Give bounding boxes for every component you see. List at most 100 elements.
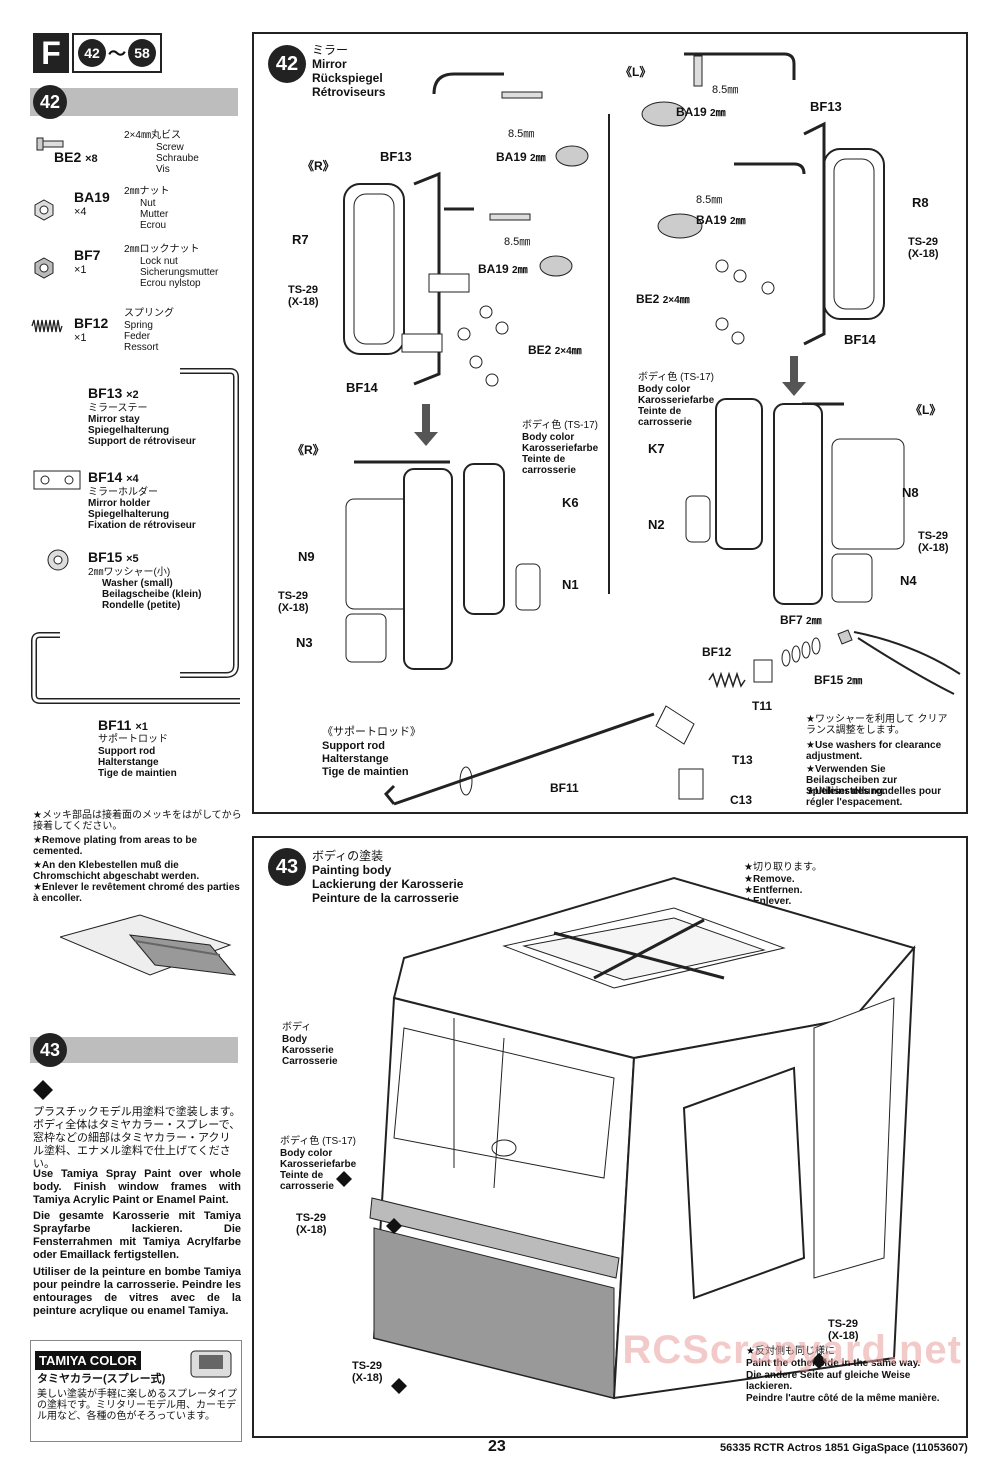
step43-number: 43 [268,848,306,886]
bf11-jp: サポートロッド [98,734,168,745]
step43-title-de: Lackierung der Karosserie [312,877,464,891]
ts29-label-1: TS-29(X-18) [296,1212,327,1236]
label-bodycolor-r-fr: Teinte de carrosserie [522,454,576,476]
paint-icon [33,1080,53,1100]
label-bf7: BF7 2㎜ [780,613,822,628]
part-name-de: Schraube [156,153,199,164]
step43-side-number: 43 [33,1033,67,1067]
label-k7: K7 [648,441,665,456]
part-name-fr: Ecrou [140,220,167,231]
step43-title-en: Painting body [312,863,392,877]
label-c13: C13 [730,793,753,807]
label-bodycolor-l-jp: ボディ色 (TS-17) [638,372,714,383]
label-k6: K6 [562,495,579,510]
label-ba19-3: BA19 2㎜ [676,105,726,120]
label-bodycolor-l-de: Karosseriefarbe [638,395,715,406]
cut-note-de: ★Entfernen. [744,885,803,896]
step42-title-fr: Rétroviseurs [312,85,386,99]
part-name-en: Nut [140,198,156,209]
label-t11: T11 [752,699,773,713]
label-85mm-3: 8.5㎜ [712,84,739,96]
label-ts29-r: TS-29(X-18) [288,284,319,308]
mirror-holder-icon [33,470,81,490]
part-name-de: Mutter [140,209,169,220]
step43-panel [252,836,968,1438]
washer-icon [47,549,69,571]
washer-note-jp: ★ワッシャーを利用して クリアランス調整をします。 [806,714,948,736]
label-r8: R8 [912,195,929,210]
label-n4: N4 [900,573,917,588]
label-n9: N9 [298,549,315,564]
label-85mm-4: 8.5㎜ [696,194,723,206]
plating-note-en: ★Remove plating from areas to be cemente… [33,835,198,857]
tamiya-color-label: TAMIYA COLOR [35,1351,141,1370]
bf14-code: BF14 ×4 [88,469,139,486]
step42-title-jp: ミラー [312,43,349,57]
label-ts29-l2: TS-29(X-18) [918,530,949,554]
mirror-stay-wire-illustration [31,368,240,704]
spring-icon [31,319,63,333]
ts29-label-3: TS-29(X-18) [828,1318,859,1342]
bf15-jp: 2㎜ワッシャー(小) [88,567,171,578]
bf13-de: Spiegelhalterung [88,425,170,436]
part-code: BF7 [74,247,101,263]
range-end: 58 [128,39,156,67]
step42-mirror-illustration [343,52,961,806]
bf14-en: Mirror holder [88,498,151,509]
plating-note-jp: ★メッキ部品は接着面のメッキをはがしてから接着してください。 [33,810,242,832]
label-85mm-1: 8.5㎜ [508,128,535,140]
other-side-jp: ★反対側も同じ様に [746,1346,835,1357]
screw-icon [36,137,64,151]
label-n1: N1 [562,577,579,592]
label-bf15: BF15 2㎜ [814,673,863,688]
part-name-fr: Vis [156,164,170,175]
label-n8: N8 [902,485,919,500]
label-support-jp: 《サポートロッド》 [322,726,421,738]
step-range: 42 〜 58 [72,33,162,73]
bf15-fr: Rondelle (petite) [102,600,181,611]
bodycolor-label-de: Karosseriefarbe [280,1159,357,1170]
label-n3: N3 [296,635,313,650]
part-name-en: Lock nut [140,256,178,267]
step43-side-jp: プラスチックモデル用塗料で塗装します。ボディ全体はタミヤカラー・スプレーで、窓枠… [33,1106,241,1170]
label-ba19-4: BA19 2㎜ [696,213,746,228]
section-letter: F [33,33,69,73]
part-code: BF12 [74,315,109,331]
ts29-label-2: TS-29(X-18) [352,1360,383,1384]
bf15-de: Beilagscheibe (klein) [102,589,202,600]
washer-note-en: ★Use washers for clearance adjustment. [806,740,942,762]
label-bf11: BF11 [550,781,579,795]
part-size: 2㎜ナット [124,186,170,197]
spray-can-icon [190,1350,232,1378]
bodycolor-label-fr: Teinte de carrosserie [280,1170,334,1192]
part-qty: ×1 [74,332,87,344]
bf13-jp: ミラーステー [88,403,148,414]
label-support-en: Support rod [322,740,385,752]
step42-side-number: 42 [33,85,67,119]
range-start: 42 [78,39,106,67]
cut-note-jp: ★切り取ります。 [744,862,822,873]
tamiya-color-box: TAMIYA COLOR タミヤカラー(スプレー式) 美しい塗装が手軽に楽しめる… [30,1340,242,1442]
bf13-fr: Support de rétroviseur [88,436,196,447]
other-side-en: Paint the other side in the same way. [746,1358,921,1369]
part-name-de: Sicherungsmutter [140,267,219,278]
step43-title-jp: ボディの塗装 [312,849,384,863]
label-bodycolor-r-en: Body color [522,432,575,443]
tamiya-color-desc: 美しい塗装が手軽に楽しめるスプレータイプの塗料です。ミリタリーモデル用、カーモデ… [37,1389,237,1422]
label-ts29-l: TS-29(X-18) [908,236,939,260]
label-ba19-2: BA19 2㎜ [478,262,528,277]
part-qty: ×1 [74,264,87,276]
page-number: 23 [488,1438,506,1455]
part-name-fr: Ressort [124,342,159,353]
label-l-lower: 《L》 [910,403,942,417]
part-name-en: Spring [124,320,153,331]
label-bodycolor-r-jp: ボディ色 (TS-17) [522,420,598,431]
body-label-fr: Carrosserie [282,1056,338,1067]
label-bodycolor-l-fr: Teinte de carrosserie [638,406,692,428]
label-r-upper: 《R》 [302,159,335,173]
label-be2-l: BE2 2×4㎜ [636,292,690,307]
label-n2: N2 [648,517,665,532]
part-name-de: Feder [124,331,151,342]
watermark: RCScrapyard.net [622,1328,962,1372]
step43-side-de: Die gesamte Karosserie mit Tamiya Sprayf… [33,1210,241,1261]
